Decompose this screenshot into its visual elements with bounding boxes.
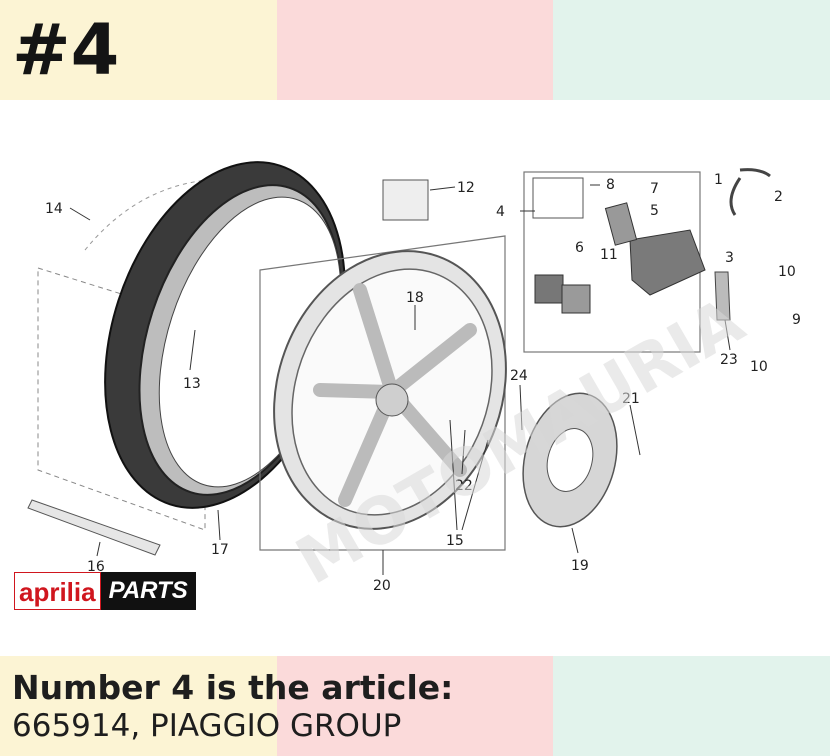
callout-label: 5 — [650, 203, 659, 219]
callout-label: 6 — [575, 240, 584, 256]
callout-label: 4 — [496, 204, 505, 220]
callout-label: 10 — [750, 359, 768, 375]
brand-name: aprilia — [14, 572, 101, 610]
top-color-band — [0, 0, 830, 100]
callout-label: 1 — [714, 172, 723, 188]
bracket-illustration — [714, 271, 731, 321]
callout-label: 12 — [457, 180, 475, 196]
callout-label: 16 — [87, 559, 105, 575]
brand-suffix: PARTS — [100, 572, 196, 610]
rim-illustration — [273, 250, 507, 530]
bottom-color-band — [0, 656, 830, 756]
page-title: #4 — [12, 9, 120, 91]
callout-label: 15 — [446, 533, 464, 549]
callout-label: 3 — [725, 250, 734, 266]
callout-label: 17 — [211, 542, 229, 558]
brand-logo: aprilia PARTS — [14, 572, 196, 610]
callout-label: 21 — [622, 391, 640, 407]
callout-label: 13 — [183, 376, 201, 392]
callout-label: 23 — [720, 352, 738, 368]
exploded-parts-diagram: 1 2 3 4 5 6 7 8 9 10 10 11 12 13 14 15 1… — [27, 161, 801, 599]
hose-illustration — [729, 168, 771, 216]
caption-subtitle: 665914, PIAGGIO GROUP — [12, 708, 402, 744]
callout-label: 8 — [606, 177, 615, 193]
wheel-group-box — [259, 235, 506, 551]
callout-label: 10 — [778, 264, 796, 280]
callout-label: 2 — [774, 189, 783, 205]
callout-label: 24 — [510, 368, 528, 384]
callout-label: 14 — [45, 201, 63, 217]
callout-label: 22 — [455, 478, 473, 494]
callout-label: 9 — [792, 312, 801, 328]
callout-label: 20 — [373, 578, 391, 594]
caliper-illustration — [532, 177, 706, 314]
brake-disc-illustration — [522, 392, 618, 528]
caption-title: Number 4 is the article: — [12, 668, 454, 707]
axle-illustration — [27, 499, 161, 556]
callout-label: 11 — [600, 247, 618, 263]
callout-label: 7 — [650, 181, 659, 197]
bag-illustration — [382, 179, 429, 221]
leader-lines — [69, 184, 731, 575]
callout-label: 19 — [571, 558, 589, 574]
callout-label: 18 — [406, 290, 424, 306]
